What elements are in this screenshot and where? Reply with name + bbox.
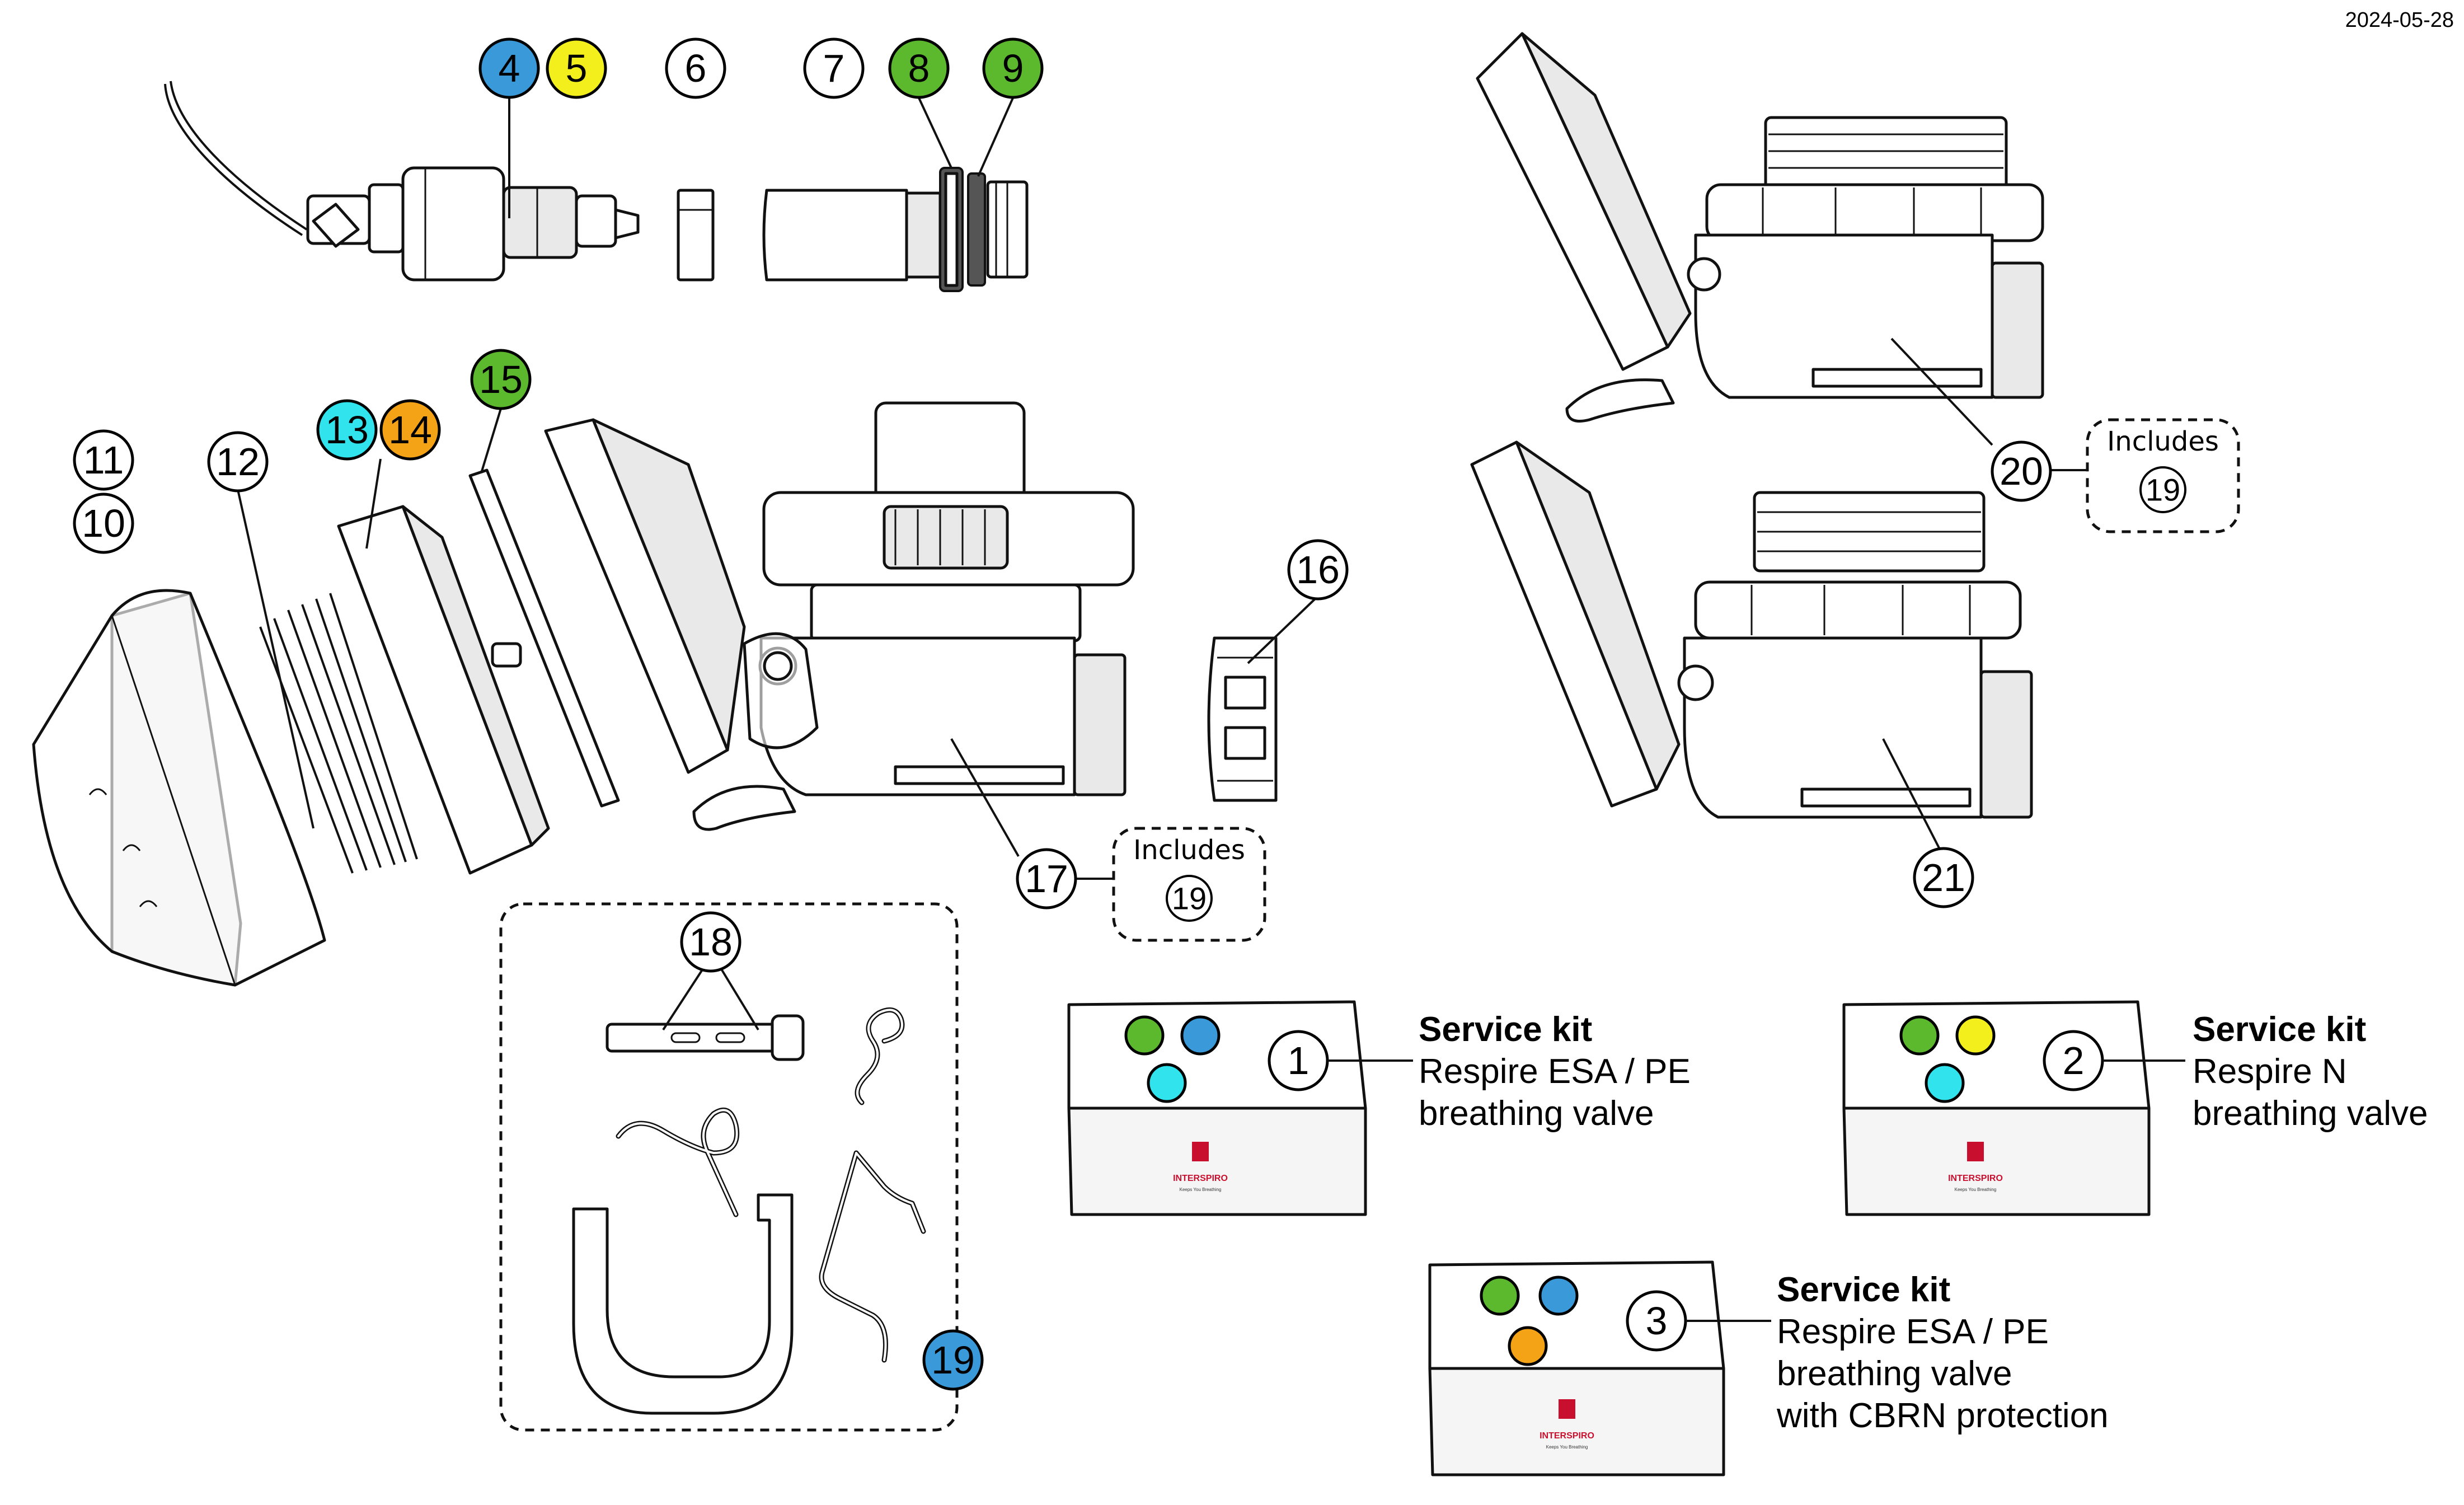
- callout-11-label: 11: [83, 438, 124, 482]
- service-kit-3-dot-green: [1480, 1276, 1520, 1316]
- callout-18-label: 18: [689, 920, 733, 964]
- includes-box-17-ref: 19: [1172, 881, 1207, 916]
- service-kit-3-brand: INTERSPIRO: [1540, 1431, 1594, 1441]
- service-kit-2-dot-green: [1899, 1015, 1940, 1056]
- includes-box-20: Includes 19: [2086, 418, 2240, 533]
- wire-spring-bent: [819, 1150, 926, 1363]
- service-kit-3-line-2: breathing valve: [1777, 1354, 2012, 1393]
- callout-20: 20: [1991, 440, 2052, 502]
- service-kit-3-line-3: with CBRN protection: [1776, 1396, 2109, 1435]
- callout-10-label: 10: [82, 501, 125, 545]
- callout-6: 6: [665, 37, 726, 99]
- service-kit-3-dot-blue: [1538, 1276, 1579, 1316]
- includes-box-20-ref: 19: [2146, 472, 2180, 508]
- service-kit-1-title: Service kit: [1419, 1010, 1592, 1049]
- service-kit-3-box: 3 INTERSPIRO Keeps You Breathing: [1428, 1260, 1771, 1476]
- callout-5-label: 5: [566, 46, 588, 90]
- includes-box-17-label: Includes: [1133, 834, 1245, 866]
- callout-16-label: 16: [1296, 548, 1340, 592]
- part-10-11-cover: [32, 589, 326, 987]
- part-21-valve-assembly: [1470, 440, 2033, 819]
- callout-7: 7: [803, 37, 865, 99]
- service-kit-3-dot-orange: [1508, 1326, 1548, 1366]
- callout-19-label: 19: [931, 1338, 975, 1382]
- includes-box-20-label: Includes: [2107, 426, 2219, 457]
- part-20-valve-assembly: [1476, 32, 2044, 423]
- callout-8: 8: [888, 37, 950, 99]
- service-kit-3-title: Service kit: [1777, 1270, 1950, 1309]
- includes-box-17: Includes 19: [1112, 827, 1266, 942]
- service-kit-2-line-2: breathing valve: [2193, 1094, 2428, 1133]
- callout-10: 10: [73, 493, 134, 554]
- service-kit-1-brand: INTERSPIRO: [1173, 1174, 1228, 1183]
- service-kit-2-box: 2 INTERSPIRO Keeps You Breathing: [1842, 1000, 2185, 1216]
- service-kit-3-number: 3: [1646, 1299, 1668, 1343]
- service-kit-1-line-1: Respire ESA / PE: [1419, 1052, 1691, 1091]
- callout-4-label: 4: [499, 46, 520, 90]
- retaining-clip-u: [572, 1193, 794, 1415]
- callout-9: 9: [982, 37, 1044, 99]
- callout-12-label: 12: [216, 440, 260, 484]
- service-kit-1-dot-cyan: [1147, 1063, 1187, 1103]
- callout-12: 12: [207, 431, 269, 493]
- service-kit-1-dot-green: [1124, 1015, 1165, 1056]
- part-4-5-valve-pin-assembly: [164, 81, 640, 282]
- callout-15: 15: [470, 349, 532, 410]
- service-kit-2-line-1: Respire N: [2193, 1052, 2347, 1091]
- part-19-small-parts-kit: [499, 902, 959, 1432]
- service-kit-1-box: 1 INTERSPIRO Keeps You Breathing: [1067, 1000, 1413, 1216]
- service-kit-3-tagline: Keeps You Breathing: [1546, 1445, 1588, 1450]
- callout-14: 14: [379, 399, 441, 461]
- part-7-9-valve-body-seals: [762, 167, 1029, 292]
- callout-13-label: 13: [325, 408, 369, 452]
- torsion-spring-wire: [616, 1107, 740, 1217]
- service-kit-2-number: 2: [2063, 1039, 2085, 1082]
- torsion-spring-small: [855, 1007, 905, 1105]
- part-16-clip: [1207, 636, 1278, 802]
- part-18-pin: [606, 964, 805, 1061]
- callout-21: 21: [1913, 847, 1974, 908]
- callout-18: 18: [680, 911, 741, 973]
- service-kit-1-dot-blue: [1180, 1015, 1221, 1056]
- callout-9-label: 9: [1002, 46, 1024, 90]
- service-kit-2-tagline: Keeps You Breathing: [1955, 1187, 1997, 1192]
- callout-5: 5: [546, 37, 607, 99]
- callout-13: 13: [316, 399, 378, 461]
- callout-21-label: 21: [1922, 856, 1965, 899]
- part-17-valve-housing: [544, 401, 1135, 831]
- part-12-diaphragm: [259, 593, 418, 874]
- service-kit-2-title: Service kit: [2193, 1010, 2366, 1049]
- callout-11: 11: [73, 429, 134, 491]
- callout-14-label: 14: [388, 408, 432, 452]
- callout-17: 17: [1016, 848, 1077, 909]
- service-kit-1-tagline: Keeps You Breathing: [1180, 1187, 1222, 1192]
- callout-8-label: 8: [908, 46, 930, 90]
- service-kit-3-line-1: Respire ESA / PE: [1777, 1312, 2049, 1351]
- callout-19: 19: [922, 1329, 984, 1391]
- callout-4: 4: [478, 37, 540, 99]
- part-6-spacer: [677, 189, 715, 282]
- callout-20-label: 20: [2000, 449, 2043, 493]
- part-13-14-disc: [337, 505, 550, 875]
- service-kit-2-brand: INTERSPIRO: [1948, 1174, 2003, 1183]
- leader-lines: [237, 97, 2087, 880]
- callout-7-label: 7: [823, 46, 845, 90]
- callout-16: 16: [1287, 539, 1349, 601]
- service-kit-1-number: 1: [1288, 1039, 1310, 1082]
- document-date: 2024-05-28: [2345, 8, 2454, 32]
- callout-6-label: 6: [685, 46, 707, 90]
- service-kit-2-dot-yellow: [1955, 1015, 1996, 1056]
- callout-15-label: 15: [479, 358, 523, 401]
- service-kit-1-line-2: breathing valve: [1419, 1094, 1654, 1133]
- callout-17-label: 17: [1025, 857, 1068, 901]
- service-kit-2-dot-cyan: [1925, 1063, 1965, 1103]
